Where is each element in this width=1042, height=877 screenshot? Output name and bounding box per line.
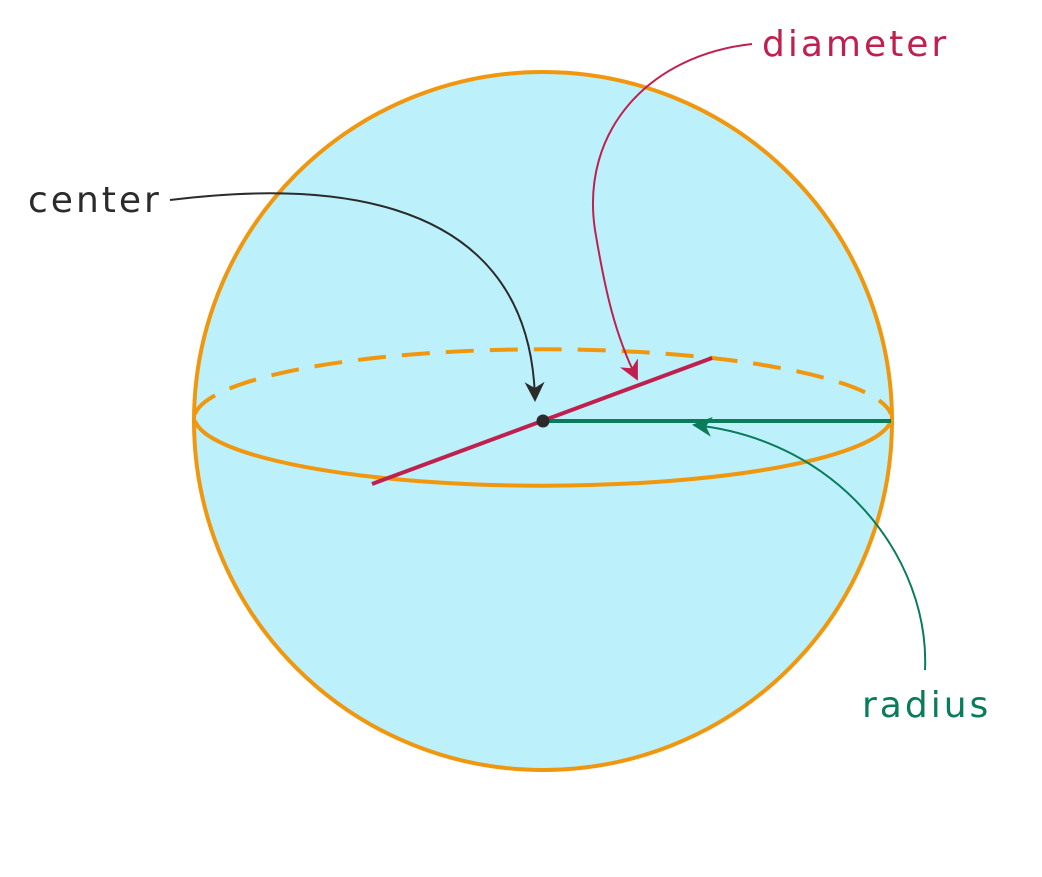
radius-label: radius	[862, 685, 991, 726]
equator-front	[193, 420, 893, 488]
radius-leader-arrow	[692, 416, 927, 671]
diameter-label: diameter	[762, 24, 949, 65]
diameter-leader-arrow	[592, 43, 753, 381]
equator-back-dashed	[193, 347, 893, 415]
center-point	[536, 414, 550, 428]
center-label: center	[28, 180, 162, 221]
center-leader-arrow	[169, 192, 545, 402]
